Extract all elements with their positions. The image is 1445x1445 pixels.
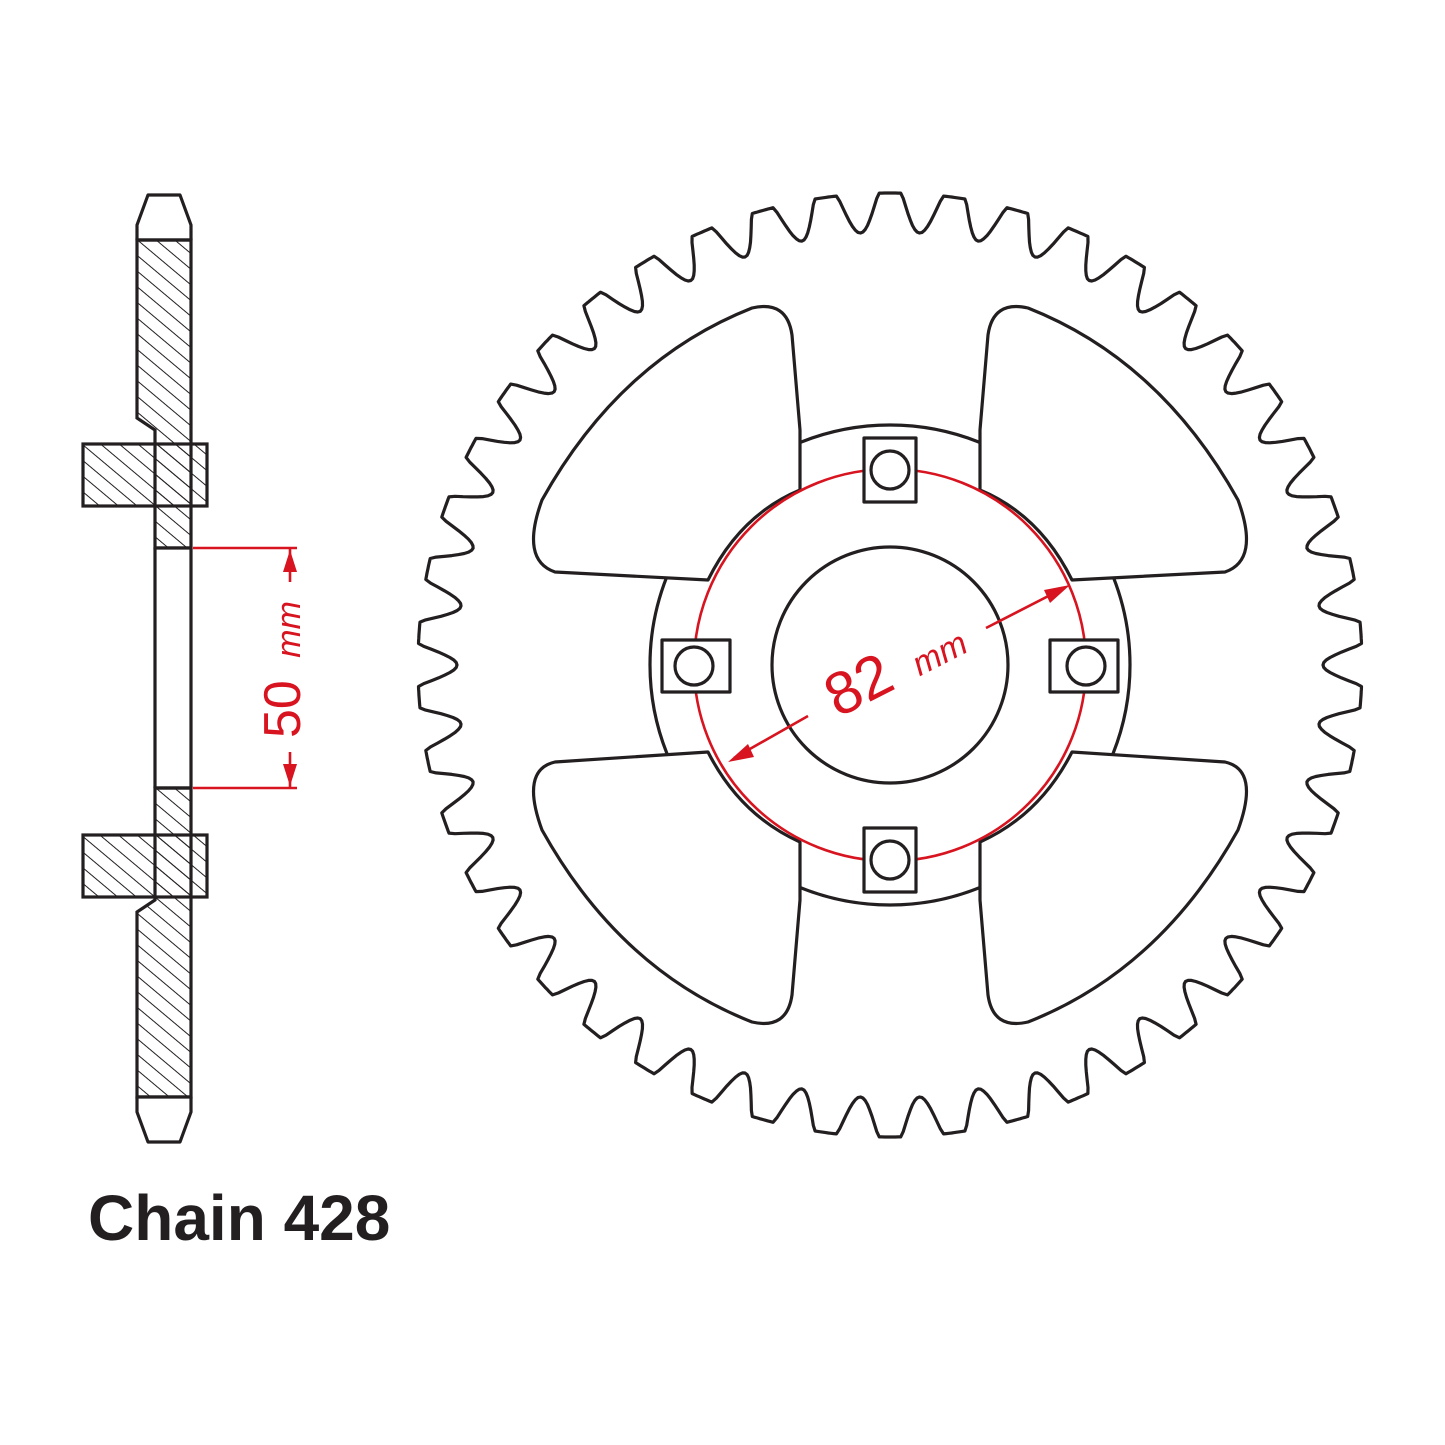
bolt-hole-left <box>660 638 732 694</box>
hub-height-value: 50 <box>254 680 312 738</box>
hub-height-unit: mm <box>270 601 308 658</box>
hub-height-dimension: 50 mm <box>193 546 312 790</box>
chain-caption: Chain 428 <box>88 1182 390 1254</box>
window-top-right <box>978 305 1249 582</box>
bolt-hole-top <box>862 436 918 504</box>
window-top-left <box>531 305 802 582</box>
hub-circle <box>648 423 1132 907</box>
bolt-hole-bottom <box>862 826 918 894</box>
bolt-hole-right <box>1048 638 1120 694</box>
bolt-holes <box>660 436 1120 894</box>
side-upper-bolt <box>81 442 209 508</box>
side-lower-bolt <box>81 833 209 899</box>
side-lower-tooth <box>135 1095 193 1144</box>
side-view <box>81 193 209 1144</box>
front-view: 82 mm <box>416 191 1364 1139</box>
svg-text:50 mm: 50 mm <box>254 601 312 738</box>
side-bore <box>153 546 193 790</box>
center-bore <box>770 545 1010 785</box>
window-bottom-right <box>978 750 1249 1025</box>
window-bottom-left <box>531 750 802 1025</box>
side-upper-tooth <box>135 193 193 242</box>
lightening-windows <box>531 305 1249 1025</box>
